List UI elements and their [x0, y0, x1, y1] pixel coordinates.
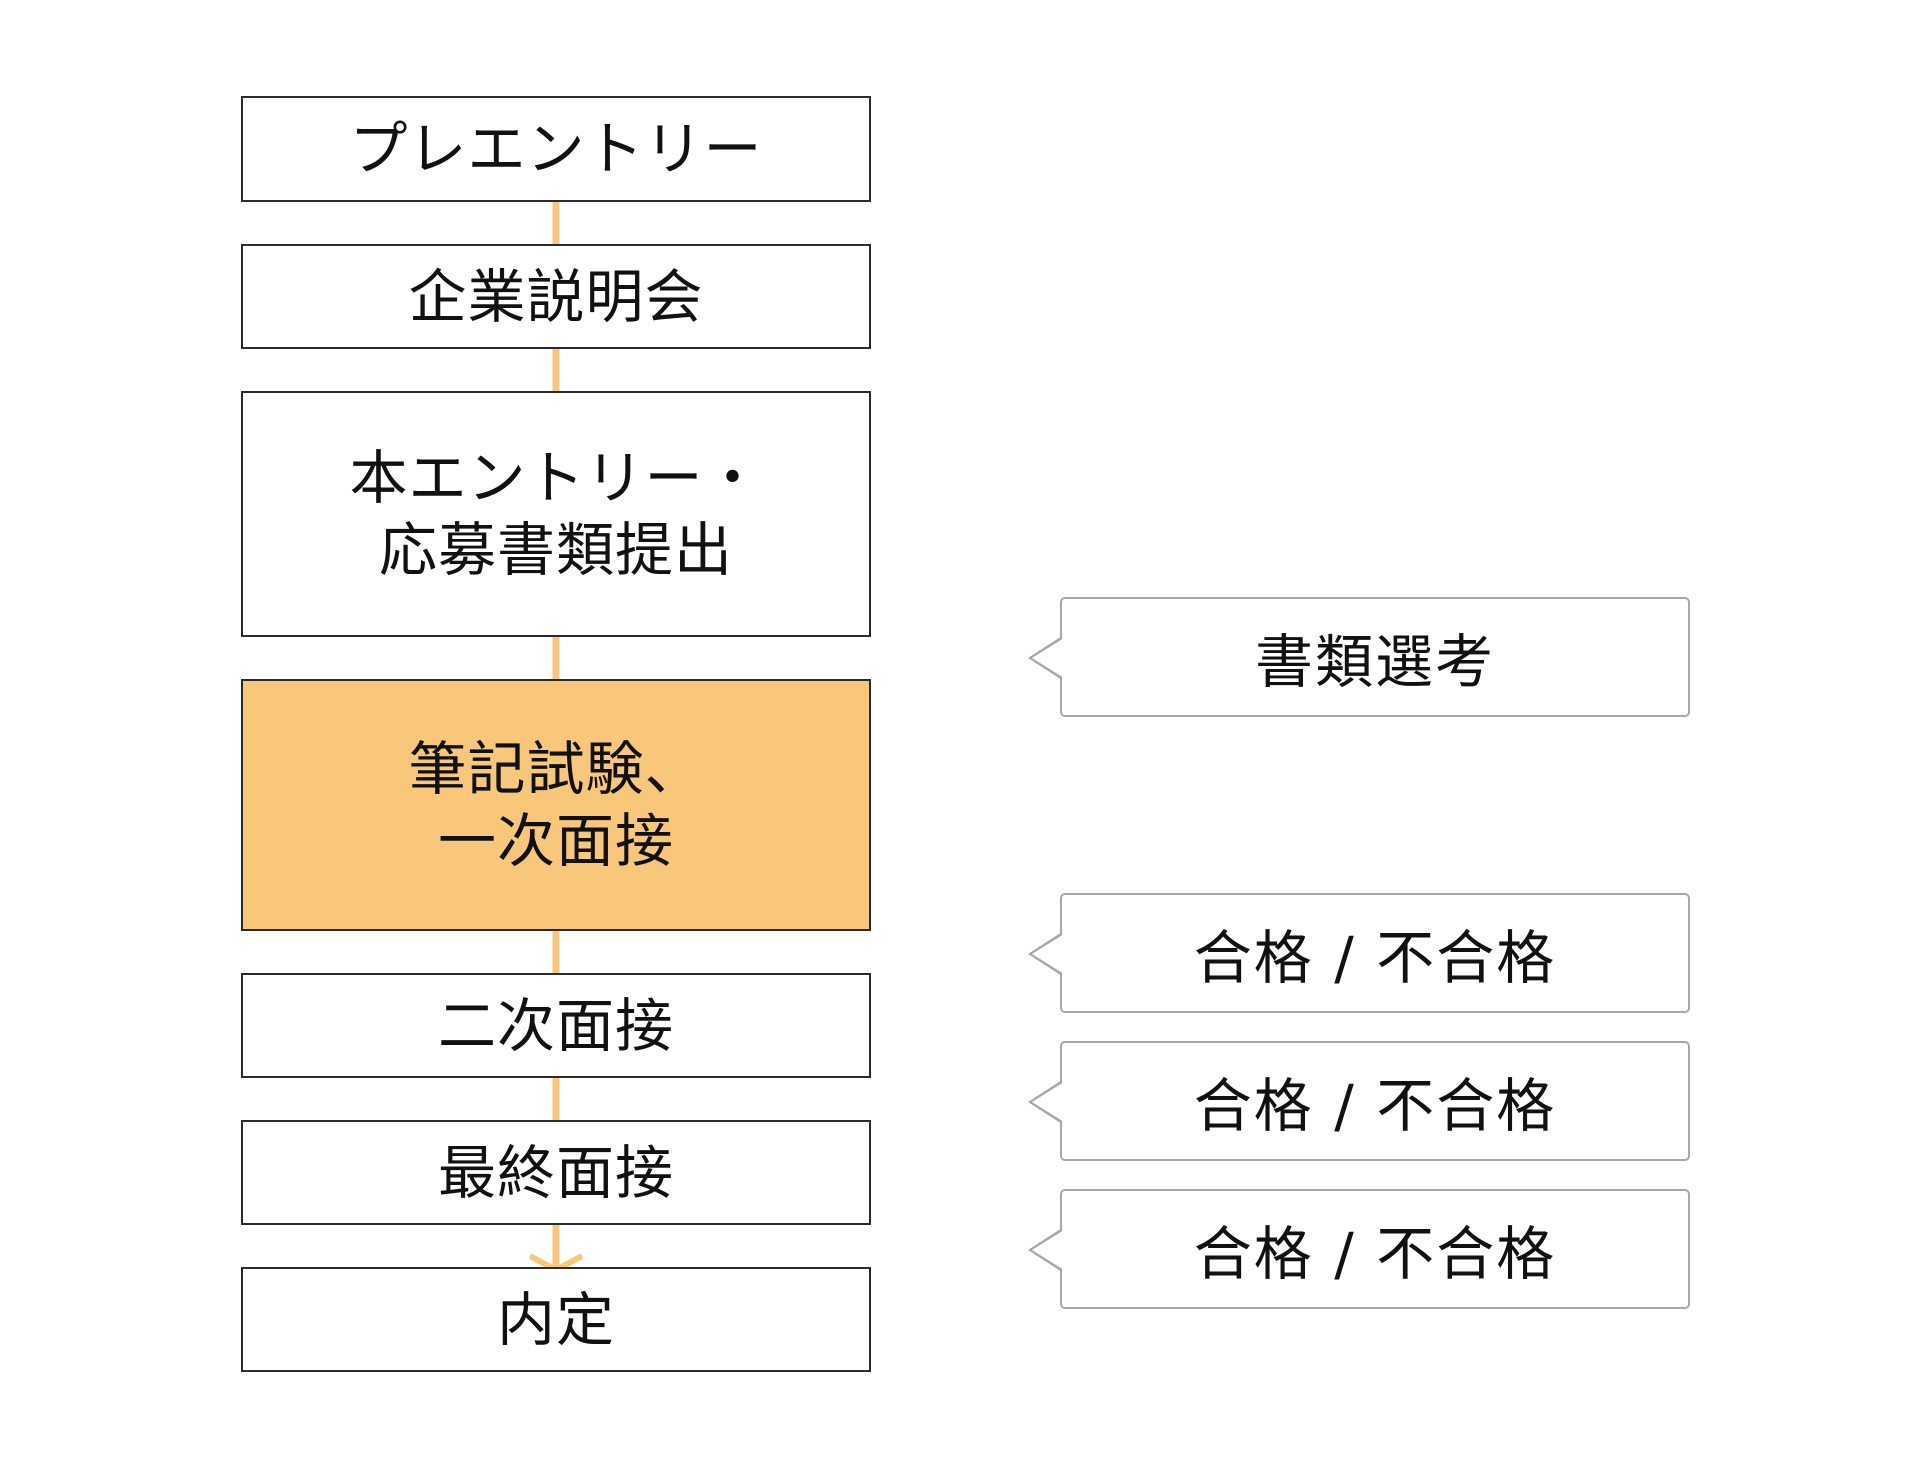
- callout-label: 合格 / 不合格: [1193, 1072, 1557, 1140]
- step-label: 二次面接: [437, 991, 674, 1060]
- callout-label: 書類選考: [1254, 628, 1495, 696]
- step-entry-documents: 本エントリー・ 応募書類提出: [241, 391, 871, 637]
- step-label: 最終面接: [437, 1138, 674, 1207]
- callout-result-first-interview: 合格 / 不合格: [1028, 893, 1690, 1013]
- step-pre-entry: プレエントリー: [241, 96, 871, 202]
- callout-label: 合格 / 不合格: [1193, 1220, 1557, 1288]
- step-final-interview: 最終面接: [241, 1120, 871, 1225]
- step-label: 企業説明会: [408, 262, 704, 331]
- step-company-briefing: 企業説明会: [241, 244, 871, 349]
- step-label: 内定: [496, 1285, 615, 1354]
- callout-result-final-interview: 合格 / 不合格: [1028, 1189, 1690, 1309]
- step-written-test-first-interview: 筆記試験、 一次面接: [241, 679, 871, 931]
- step-second-interview: 二次面接: [241, 973, 871, 1078]
- step-label: 本エントリー・ 応募書類提出: [349, 444, 763, 584]
- step-label: プレエントリー: [349, 115, 763, 183]
- step-offer: 内定: [241, 1267, 871, 1372]
- callout-document-screening: 書類選考: [1028, 597, 1690, 717]
- callout-result-second-interview: 合格 / 不合格: [1028, 1041, 1690, 1161]
- step-label: 筆記試験、 一次面接: [408, 735, 704, 875]
- callout-label: 合格 / 不合格: [1193, 924, 1557, 992]
